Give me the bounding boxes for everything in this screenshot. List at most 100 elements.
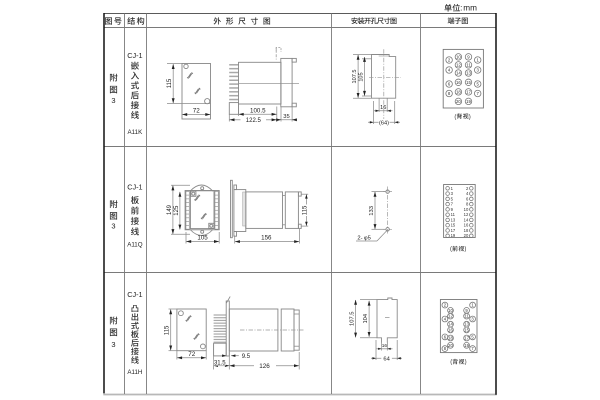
svg-text:A11K: A11K bbox=[128, 129, 144, 136]
svg-text:8: 8 bbox=[444, 346, 447, 351]
svg-text:6: 6 bbox=[448, 82, 451, 87]
svg-text:105: 105 bbox=[197, 235, 208, 242]
svg-text:3: 3 bbox=[111, 340, 115, 349]
svg-text::: : bbox=[460, 4, 462, 13]
svg-text:): ) bbox=[464, 247, 466, 253]
svg-text:19: 19 bbox=[464, 343, 469, 348]
svg-text:CJ-1: CJ-1 bbox=[127, 290, 142, 299]
svg-text:5: 5 bbox=[451, 196, 454, 201]
svg-text:19: 19 bbox=[466, 99, 471, 104]
svg-text:7: 7 bbox=[477, 91, 480, 96]
svg-text:15: 15 bbox=[464, 327, 469, 332]
svg-text:13: 13 bbox=[464, 322, 469, 327]
svg-text:115: 115 bbox=[303, 205, 309, 215]
svg-text:7: 7 bbox=[451, 202, 454, 207]
svg-text:9: 9 bbox=[465, 308, 468, 313]
svg-text:A11Q: A11Q bbox=[127, 241, 143, 248]
svg-text:16: 16 bbox=[456, 80, 461, 85]
svg-text:8: 8 bbox=[448, 91, 451, 96]
svg-text:12: 12 bbox=[456, 62, 461, 67]
svg-text:3: 3 bbox=[471, 317, 474, 322]
svg-text:14: 14 bbox=[464, 217, 469, 222]
svg-text:2: 2 bbox=[466, 186, 469, 191]
svg-text:6: 6 bbox=[466, 196, 469, 201]
svg-text:10: 10 bbox=[464, 207, 469, 212]
svg-text:9.5: 9.5 bbox=[242, 354, 251, 360]
svg-text:125: 125 bbox=[174, 205, 180, 216]
svg-text:): ) bbox=[469, 114, 471, 120]
svg-text:9: 9 bbox=[451, 207, 454, 212]
svg-text:CJ-1: CJ-1 bbox=[127, 182, 142, 191]
svg-text:107.5: 107.5 bbox=[350, 311, 356, 326]
svg-text:): ) bbox=[465, 360, 467, 366]
svg-text:13: 13 bbox=[466, 71, 471, 76]
svg-text:φ5: φ5 bbox=[364, 235, 371, 241]
svg-text:105: 105 bbox=[359, 72, 365, 81]
svg-text:4: 4 bbox=[466, 191, 469, 196]
svg-text:1: 1 bbox=[477, 58, 480, 63]
svg-text:149: 149 bbox=[167, 204, 173, 215]
svg-text:20: 20 bbox=[448, 343, 453, 348]
svg-text:16: 16 bbox=[382, 343, 388, 349]
svg-text:2: 2 bbox=[444, 303, 447, 308]
svg-text:(: ( bbox=[450, 360, 452, 366]
svg-text:18: 18 bbox=[456, 89, 461, 94]
svg-text:11: 11 bbox=[466, 62, 471, 67]
svg-text:17: 17 bbox=[464, 336, 469, 341]
svg-text:2: 2 bbox=[448, 58, 451, 63]
svg-text:(: ( bbox=[450, 247, 452, 253]
svg-text:126: 126 bbox=[259, 363, 270, 370]
svg-text:122.5: 122.5 bbox=[246, 118, 262, 124]
svg-text:104: 104 bbox=[363, 313, 369, 323]
svg-text:2-: 2- bbox=[357, 235, 362, 241]
svg-text:16: 16 bbox=[380, 105, 386, 111]
svg-text:156: 156 bbox=[261, 235, 272, 242]
svg-text:6: 6 bbox=[444, 334, 447, 339]
svg-text:133: 133 bbox=[369, 206, 375, 216]
svg-text:5: 5 bbox=[477, 82, 480, 87]
svg-text:17: 17 bbox=[451, 228, 456, 233]
svg-text:72: 72 bbox=[193, 108, 201, 115]
svg-text:20: 20 bbox=[456, 99, 461, 104]
svg-text:100.5: 100.5 bbox=[250, 107, 266, 114]
svg-text:31.5: 31.5 bbox=[214, 360, 226, 366]
svg-text:20: 20 bbox=[464, 233, 469, 238]
svg-text:3: 3 bbox=[111, 222, 115, 231]
svg-text:15: 15 bbox=[466, 80, 471, 85]
svg-text:13: 13 bbox=[451, 217, 456, 222]
svg-text:CJ-1: CJ-1 bbox=[127, 51, 142, 60]
svg-text:1: 1 bbox=[471, 303, 474, 308]
svg-text:12: 12 bbox=[464, 212, 469, 217]
svg-text:10: 10 bbox=[448, 308, 453, 313]
svg-text:11: 11 bbox=[464, 314, 469, 319]
svg-text:12: 12 bbox=[448, 314, 453, 319]
svg-text:18: 18 bbox=[464, 228, 469, 233]
svg-text:3: 3 bbox=[111, 96, 115, 105]
svg-text:19: 19 bbox=[451, 233, 456, 238]
svg-text:16: 16 bbox=[464, 223, 469, 228]
svg-text:3: 3 bbox=[451, 191, 454, 196]
svg-text:16: 16 bbox=[448, 327, 453, 332]
svg-text:8: 8 bbox=[466, 202, 469, 207]
svg-text:3: 3 bbox=[477, 68, 480, 73]
svg-text:17: 17 bbox=[466, 89, 471, 94]
svg-text:5: 5 bbox=[471, 334, 474, 339]
svg-text:1: 1 bbox=[451, 186, 454, 191]
svg-text:14: 14 bbox=[456, 71, 461, 76]
svg-text:64: 64 bbox=[383, 356, 390, 362]
svg-text:107.5: 107.5 bbox=[352, 70, 358, 84]
svg-text:(64): (64) bbox=[379, 120, 389, 126]
svg-text:15: 15 bbox=[451, 223, 456, 228]
svg-text:35: 35 bbox=[283, 114, 289, 120]
svg-text:4: 4 bbox=[448, 68, 451, 73]
svg-text:7: 7 bbox=[471, 346, 474, 351]
svg-text:115: 115 bbox=[167, 78, 173, 88]
svg-text:A11H: A11H bbox=[127, 369, 142, 376]
svg-text:(: ( bbox=[454, 114, 456, 120]
svg-text:11: 11 bbox=[451, 212, 456, 217]
svg-text:9: 9 bbox=[467, 54, 470, 59]
svg-text:4: 4 bbox=[444, 317, 447, 322]
svg-text:10: 10 bbox=[456, 54, 461, 59]
svg-text:72: 72 bbox=[188, 351, 196, 358]
svg-text:14: 14 bbox=[448, 322, 453, 327]
